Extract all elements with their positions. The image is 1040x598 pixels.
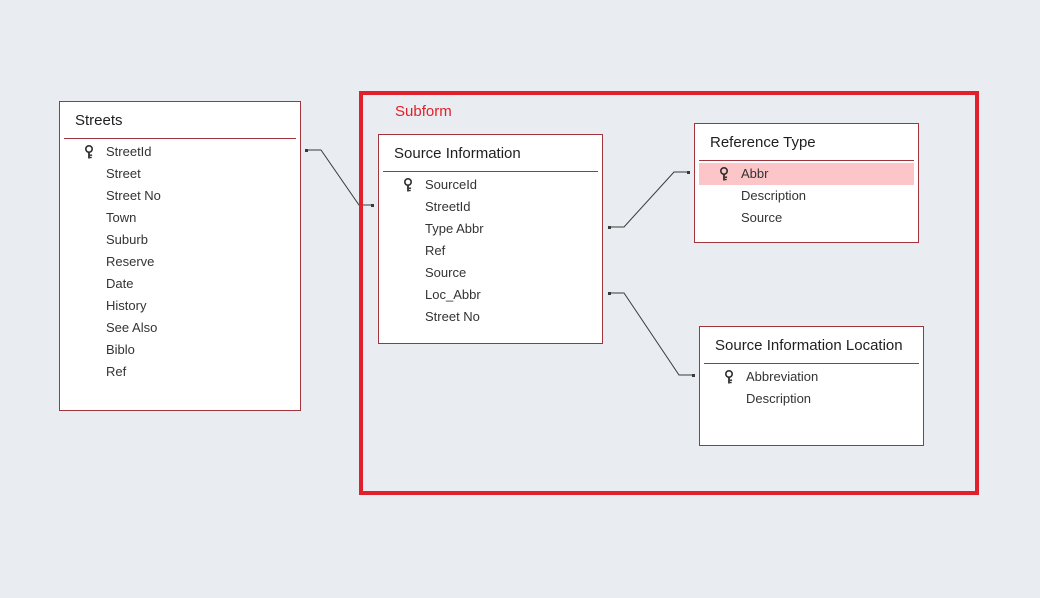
field-row[interactable]: See Also [64, 317, 296, 339]
field-name: History [106, 298, 147, 313]
field-name: Abbr [741, 166, 769, 181]
title-divider [704, 363, 919, 364]
field-row[interactable]: Description [699, 185, 914, 207]
field-name: Reserve [106, 254, 155, 269]
primary-key-icon [403, 177, 413, 192]
field-row[interactable]: Abbreviation [704, 366, 919, 388]
field-row[interactable]: Loc_Abbr [383, 284, 598, 306]
field-row[interactable]: Ref [64, 361, 296, 383]
field-name: Street No [106, 188, 161, 203]
field-row[interactable]: StreetId [383, 196, 598, 218]
field-row[interactable]: Source [383, 262, 598, 284]
field-name: Date [106, 276, 134, 291]
field-row[interactable]: Abbr [699, 163, 914, 185]
field-name: Type Abbr [425, 221, 484, 236]
table-title[interactable]: Streets [75, 112, 123, 129]
field-row[interactable]: Biblo [64, 339, 296, 361]
field-row[interactable]: Date [64, 273, 296, 295]
field-row[interactable]: History [64, 295, 296, 317]
field-row[interactable]: Street No [383, 306, 598, 328]
title-divider [64, 138, 296, 139]
field-row[interactable]: Town [64, 207, 296, 229]
field-row[interactable]: Ref [383, 240, 598, 262]
field-name: StreetId [106, 144, 152, 159]
field-name: Ref [425, 243, 446, 258]
field-name: Abbreviation [746, 369, 819, 384]
subform-highlight-box [359, 91, 979, 495]
table-source-information-location[interactable]: Source Information Location Abbreviation… [699, 326, 924, 446]
table-title[interactable]: Source Information [394, 145, 521, 162]
field-row[interactable]: Source [699, 207, 914, 229]
table-title[interactable]: Reference Type [710, 134, 816, 151]
field-name: Description [746, 391, 812, 406]
field-row[interactable]: StreetId [64, 141, 296, 163]
field-name: Source [741, 210, 783, 225]
field-row[interactable]: Type Abbr [383, 218, 598, 240]
primary-key-icon [724, 369, 734, 384]
field-name: Town [106, 210, 137, 225]
field-name: Ref [106, 364, 127, 379]
field-row[interactable]: SourceId [383, 174, 598, 196]
field-name: Description [741, 188, 807, 203]
field-name: SourceId [425, 177, 478, 192]
field-name: StreetId [425, 199, 471, 214]
subform-label: Subform [395, 103, 452, 120]
table-title[interactable]: Source Information Location [715, 337, 903, 354]
field-name: Street [106, 166, 141, 181]
field-row[interactable]: Suburb [64, 229, 296, 251]
field-row[interactable]: Street [64, 163, 296, 185]
field-row[interactable]: Description [704, 388, 919, 410]
field-name: Source [425, 265, 467, 280]
join-end-marker [305, 149, 308, 152]
field-name: Biblo [106, 342, 135, 357]
primary-key-icon [719, 166, 729, 181]
field-row[interactable]: Reserve [64, 251, 296, 273]
primary-key-icon [84, 144, 94, 159]
field-name: Loc_Abbr [425, 287, 481, 302]
field-name: Suburb [106, 232, 148, 247]
field-name: Street No [425, 309, 480, 324]
title-divider [699, 160, 914, 161]
field-row[interactable]: Street No [64, 185, 296, 207]
field-name: See Also [106, 320, 158, 335]
title-divider [383, 171, 598, 172]
